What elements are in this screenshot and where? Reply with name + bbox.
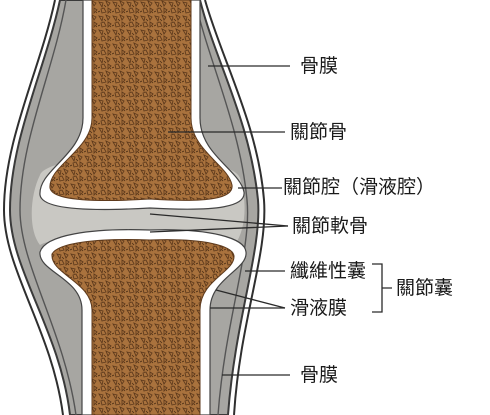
label-synovial-membrane: 滑液膜	[290, 297, 347, 319]
label-fibrous-capsule: 纖維性囊	[290, 260, 366, 282]
joint-capsule-bracket	[372, 264, 392, 312]
label-joint-cavity: 關節腔（滑液腔）	[283, 176, 435, 198]
label-articular-cartilage: 關節軟骨	[292, 215, 368, 237]
label-joint-capsule: 關節囊	[396, 277, 453, 299]
label-articular-bone: 關節骨	[290, 121, 347, 143]
label-periosteum-top: 骨膜	[300, 55, 338, 77]
label-periosteum-bottom: 骨膜	[300, 364, 338, 386]
